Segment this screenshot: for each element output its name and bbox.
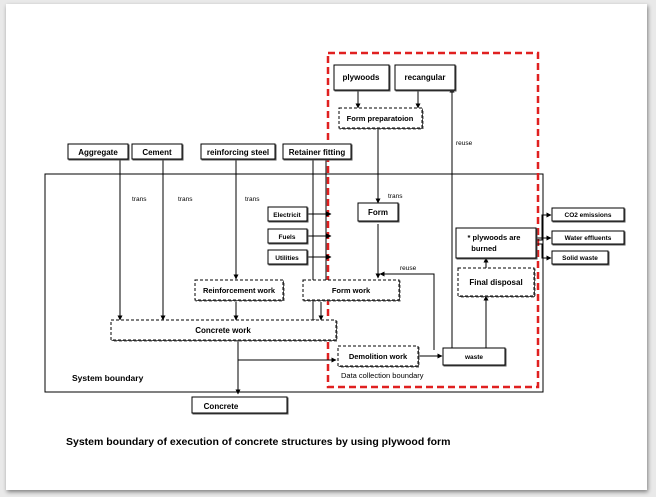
arrow-burned-solid xyxy=(536,243,552,261)
box-plywoods xyxy=(333,64,390,91)
box-form-preparation xyxy=(338,107,423,129)
box-reinforcement-work xyxy=(194,279,284,301)
label-concrete-work: Concrete work xyxy=(195,326,251,335)
label-retainer-fitting: Retainer fitting xyxy=(289,148,346,157)
box-electricit xyxy=(267,206,308,222)
box-concrete-work xyxy=(110,319,337,341)
box-plywoods-burned xyxy=(455,227,537,259)
box-solid xyxy=(551,250,609,265)
label-waste: waste xyxy=(464,354,483,361)
label-water: Water effluents xyxy=(565,235,612,242)
label-demolition-work: Demolition work xyxy=(349,352,408,361)
box-recangular xyxy=(394,64,456,91)
box-water xyxy=(551,230,625,245)
label-cement: Cement xyxy=(142,148,172,157)
connectors xyxy=(117,87,552,395)
system-boundary-label: System boundary xyxy=(72,373,144,383)
arrow-concretework-demolition xyxy=(237,340,337,363)
edge-label-reuse-1: reuse xyxy=(456,140,473,147)
label-plywoods-burned-1: * plywoods are xyxy=(468,233,521,242)
box-final-disposal xyxy=(457,267,535,297)
label-electricit: Electricit xyxy=(273,212,301,219)
edge-label-trans-1: trans xyxy=(132,196,147,203)
diagram-caption: System boundary of execution of concrete… xyxy=(66,436,450,448)
label-plywoods: plywoods xyxy=(343,73,380,82)
box-retainer-fitting xyxy=(282,143,352,160)
edge-label-trans-4: trans xyxy=(388,193,403,200)
box-demolition-work xyxy=(337,345,419,367)
box-reinforcing-steel xyxy=(200,143,276,160)
data-collection-boundary xyxy=(326,51,540,389)
system-boundary xyxy=(44,173,544,393)
label-concrete: Concrete xyxy=(204,402,239,411)
label-form: Form xyxy=(368,208,388,217)
edge-label-reuse-2: reuse xyxy=(400,265,417,272)
label-form-preparation: Form preparatoion xyxy=(347,114,414,123)
label-solid: Solid waste xyxy=(562,255,598,262)
box-form xyxy=(357,202,399,222)
label-utilities: Utilities xyxy=(275,255,299,262)
system-boundary-diagram: plywoods recangular Form preparatoion Ag… xyxy=(44,51,625,448)
label-recangular: recangular xyxy=(405,73,446,82)
edge-label-trans-2: trans xyxy=(178,196,193,203)
box-utilities xyxy=(267,249,308,265)
label-final-disposal: Final disposal xyxy=(469,278,522,287)
edge-label-trans-3: trans xyxy=(245,196,260,203)
box-aggregate xyxy=(67,143,129,160)
label-reinforcement-work: Reinforcement work xyxy=(203,286,276,295)
box-waste xyxy=(442,347,506,366)
box-co2 xyxy=(551,207,625,222)
label-fuels: Fuels xyxy=(279,234,296,241)
slide: plywoods recangular Form preparatoion Ag… xyxy=(6,4,647,490)
arrow-burned-co2 xyxy=(536,212,552,241)
label-co2: CO2 emissions xyxy=(565,212,612,219)
box-concrete xyxy=(191,396,288,414)
arrow-waste-reuse xyxy=(379,271,435,350)
box-fuels xyxy=(267,228,308,244)
label-form-work: Form work xyxy=(332,286,371,295)
box-cement xyxy=(131,143,183,160)
label-aggregate: Aggregate xyxy=(78,148,118,157)
label-reinforcing-steel: reinforcing steel xyxy=(207,148,269,157)
data-collection-label: Data collection boundary xyxy=(341,371,424,380)
label-plywoods-burned-2: burned xyxy=(471,244,497,253)
box-form-work xyxy=(302,279,400,301)
